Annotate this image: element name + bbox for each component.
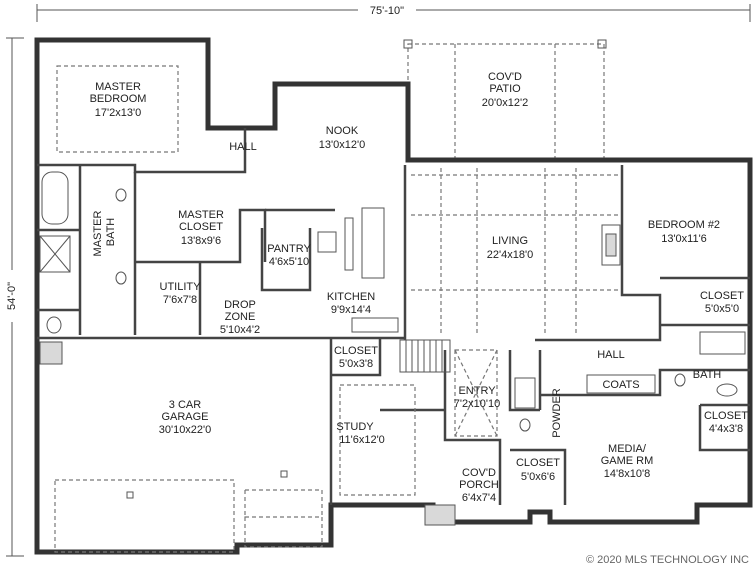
bedroom-2-label: BEDROOM #2 (648, 219, 720, 231)
stairs (399, 339, 451, 373)
svg-text:17'2x13'0: 17'2x13'0 (95, 107, 141, 119)
overall-depth-label: 54'-0" (6, 282, 18, 310)
shower (39, 235, 71, 273)
coats-label: COATS (602, 379, 639, 391)
closet-media-right-label: CLOSET (704, 410, 748, 422)
master-bath-label: MASTER BATH (92, 208, 117, 257)
covered-patio-label: COV'D (488, 71, 522, 83)
study-label: STUDY (336, 421, 374, 433)
svg-text:5'0x6'6: 5'0x6'6 (521, 471, 555, 483)
living-ceiling-beams (411, 168, 622, 335)
svg-text:30'10x22'0: 30'10x22'0 (159, 424, 212, 436)
master-bedroom-tray-ceiling (56, 65, 179, 153)
garage-door-right (244, 489, 323, 548)
nook-label: NOOK (326, 125, 359, 137)
hall-right-label: HALL (597, 349, 625, 361)
fireplace (601, 224, 621, 266)
entry-label: ENTRY (458, 385, 496, 397)
svg-text:4'6x5'10: 4'6x5'10 (269, 256, 309, 268)
svg-text:11'6x12'0: 11'6x12'0 (339, 434, 385, 446)
svg-text:13'0x12'0: 13'0x12'0 (319, 139, 365, 151)
media-game-room-label: MEDIA/ (608, 443, 647, 455)
svg-text:BEDROOM: BEDROOM (90, 93, 147, 105)
svg-text:ZONE: ZONE (225, 311, 256, 323)
svg-text:5'10x4'2: 5'10x4'2 (220, 324, 260, 336)
kitchen-label: KITCHEN (327, 291, 375, 303)
hall-label: HALL (229, 141, 257, 153)
svg-text:13'0x11'6: 13'0x11'6 (661, 233, 707, 245)
svg-text:7'2x10'10: 7'2x10'10 (454, 398, 500, 410)
svg-text:22'4x18'0: 22'4x18'0 (487, 249, 533, 261)
garage-door-left (54, 479, 235, 553)
living-label: LIVING (492, 235, 528, 247)
exterior-walls (34, 37, 753, 555)
closet-study-label: CLOSET (334, 345, 378, 357)
powder-label: POWDER (551, 388, 563, 438)
svg-text:GARAGE: GARAGE (161, 411, 208, 423)
drop-zone-label: DROP (224, 299, 256, 311)
svg-text:4'4x3'8: 4'4x3'8 (709, 423, 743, 435)
kitchen-island (361, 207, 385, 279)
master-closet-label: MASTER (178, 209, 224, 221)
svg-text:PORCH: PORCH (459, 479, 499, 491)
svg-text:5'0x5'0: 5'0x5'0 (705, 303, 739, 315)
utility-label: UTILITY (160, 281, 202, 293)
overall-width-label: 75'-10" (370, 5, 404, 17)
svg-text:13'8x9'6: 13'8x9'6 (181, 235, 221, 247)
master-bedroom-label: MASTER (95, 81, 141, 93)
garage-label: 3 CAR (169, 399, 201, 411)
bathtub (41, 171, 69, 225)
covered-porch-label: COV'D (462, 467, 496, 479)
copyright-notice: © 2020 MLS TECHNOLOGY INC (586, 554, 749, 566)
svg-text:20'0x12'2: 20'0x12'2 (482, 97, 528, 109)
svg-text:CLOSET: CLOSET (179, 221, 223, 233)
closet-media-label: CLOSET (516, 457, 560, 469)
pantry-label: PANTRY (267, 243, 311, 255)
interior-walls (37, 128, 750, 505)
svg-text:14'8x10'8: 14'8x10'8 (604, 468, 650, 480)
svg-text:PATIO: PATIO (489, 83, 521, 95)
svg-text:5'0x3'8: 5'0x3'8 (339, 358, 373, 370)
svg-text:9'9x14'4: 9'9x14'4 (331, 304, 371, 316)
closet-bedroom-2-label: CLOSET (700, 290, 744, 302)
bath-label: BATH (693, 369, 722, 381)
svg-text:GAME RM: GAME RM (601, 455, 654, 467)
svg-text:6'4x7'4: 6'4x7'4 (462, 492, 496, 504)
svg-text:7'6x7'8: 7'6x7'8 (163, 294, 197, 306)
